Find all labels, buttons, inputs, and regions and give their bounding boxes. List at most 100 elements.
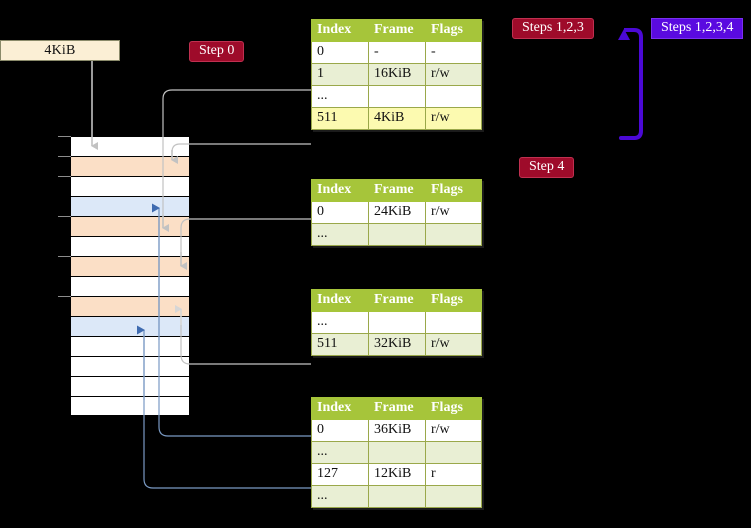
cell-index: 511 — [311, 107, 369, 130]
cell-index: ... — [311, 85, 369, 108]
col-header-frame: Frame — [368, 19, 426, 42]
table-row: ... — [311, 311, 482, 334]
table-header-row: Index Frame Flags — [311, 289, 482, 312]
badge-steps-1-2-3-label: Steps 1,2,3 — [522, 20, 584, 35]
cell-frame: - — [368, 41, 426, 64]
cell-index: ... — [311, 311, 369, 334]
cell-frame — [368, 311, 426, 334]
cell-flags: r — [425, 463, 482, 486]
col-header-index: Index — [311, 179, 369, 202]
cell-frame: 24KiB — [368, 201, 426, 224]
memory-frame-row — [70, 296, 190, 316]
table-header-row: Index Frame Flags — [311, 179, 482, 202]
cell-index: 0 — [311, 419, 369, 442]
cell-frame — [368, 441, 426, 464]
memory-frame-row — [70, 316, 190, 336]
memory-frame-row — [70, 256, 190, 276]
memory-frame-row — [70, 216, 190, 236]
badge-step-0: Step 0 — [189, 41, 245, 63]
badge-step-0-label: Step 0 — [199, 43, 235, 58]
cell-index: ... — [311, 223, 369, 246]
cell-frame — [368, 85, 426, 108]
cell-flags — [425, 223, 482, 246]
memory-frame-row — [70, 356, 190, 376]
memory-frame-row — [70, 136, 190, 156]
memory-size-box: 4KiB — [0, 40, 120, 61]
cell-frame: 12KiB — [368, 463, 426, 486]
table-row: 0-- — [311, 41, 482, 64]
table-row: ... — [311, 223, 482, 246]
col-header-flags: Flags — [425, 179, 482, 202]
col-header-flags: Flags — [425, 289, 482, 312]
memory-boundary-tick — [58, 296, 71, 297]
col-header-flags: Flags — [425, 397, 482, 420]
cell-flags: r/w — [425, 63, 482, 86]
memory-frame-row — [70, 376, 190, 396]
memory-size-label: 4KiB — [44, 42, 76, 58]
cell-flags: r/w — [425, 333, 482, 356]
cell-flags — [425, 311, 482, 334]
cell-index: ... — [311, 441, 369, 464]
memory-frame-row — [70, 276, 190, 296]
connector-t2-511-out — [180, 325, 311, 365]
memory-boundary-tick — [58, 156, 71, 157]
table-row: ... — [311, 85, 482, 108]
badge-steps-1-2-3: Steps 1,2,3 — [512, 18, 594, 40]
col-header-frame: Frame — [368, 397, 426, 420]
badge-steps-1-2-3-4-label: Steps 1,2,3,4 — [661, 20, 734, 35]
memory-frame-row — [70, 196, 190, 216]
memory-frame-row — [70, 336, 190, 356]
badge-step-4-label: Step 4 — [529, 159, 565, 174]
memory-boundary-tick — [58, 216, 71, 217]
col-header-index: Index — [311, 289, 369, 312]
cell-flags: r/w — [425, 419, 482, 442]
memory-frame-row — [70, 236, 190, 256]
cell-index: 1 — [311, 63, 369, 86]
cell-index: 0 — [311, 201, 369, 224]
physical-memory-column — [70, 136, 190, 416]
bracket-steps-arrow — [619, 28, 643, 140]
col-header-index: Index — [311, 397, 369, 420]
cell-frame — [368, 223, 426, 246]
cell-frame: 32KiB — [368, 333, 426, 356]
col-header-index: Index — [311, 19, 369, 42]
cell-index: 0 — [311, 41, 369, 64]
cell-flags: - — [425, 41, 482, 64]
cell-flags: r/w — [425, 201, 482, 224]
table-header-row: Index Frame Flags — [311, 397, 482, 420]
memory-frame-row — [70, 396, 190, 416]
badge-step-4: Step 4 — [519, 157, 575, 179]
cell-index: ... — [311, 485, 369, 508]
memory-frame-row — [70, 156, 190, 176]
cell-index: 511 — [311, 333, 369, 356]
col-header-frame: Frame — [368, 289, 426, 312]
col-header-flags: Flags — [425, 19, 482, 42]
table-row: ... — [311, 485, 482, 508]
cell-flags: r/w — [425, 107, 482, 130]
cell-flags — [425, 85, 482, 108]
memory-boundary-tick — [58, 176, 71, 177]
cell-frame: 36KiB — [368, 419, 426, 442]
cell-frame — [368, 485, 426, 508]
cell-frame: 16KiB — [368, 63, 426, 86]
table-row: ... — [311, 441, 482, 464]
memory-boundary-tick — [58, 136, 71, 137]
connector-t1-0-out — [180, 218, 311, 252]
table-header-row: Index Frame Flags — [311, 19, 482, 42]
col-header-frame: Frame — [368, 179, 426, 202]
cell-flags — [425, 441, 482, 464]
memory-boundary-tick — [58, 256, 71, 257]
cell-index: 127 — [311, 463, 369, 486]
